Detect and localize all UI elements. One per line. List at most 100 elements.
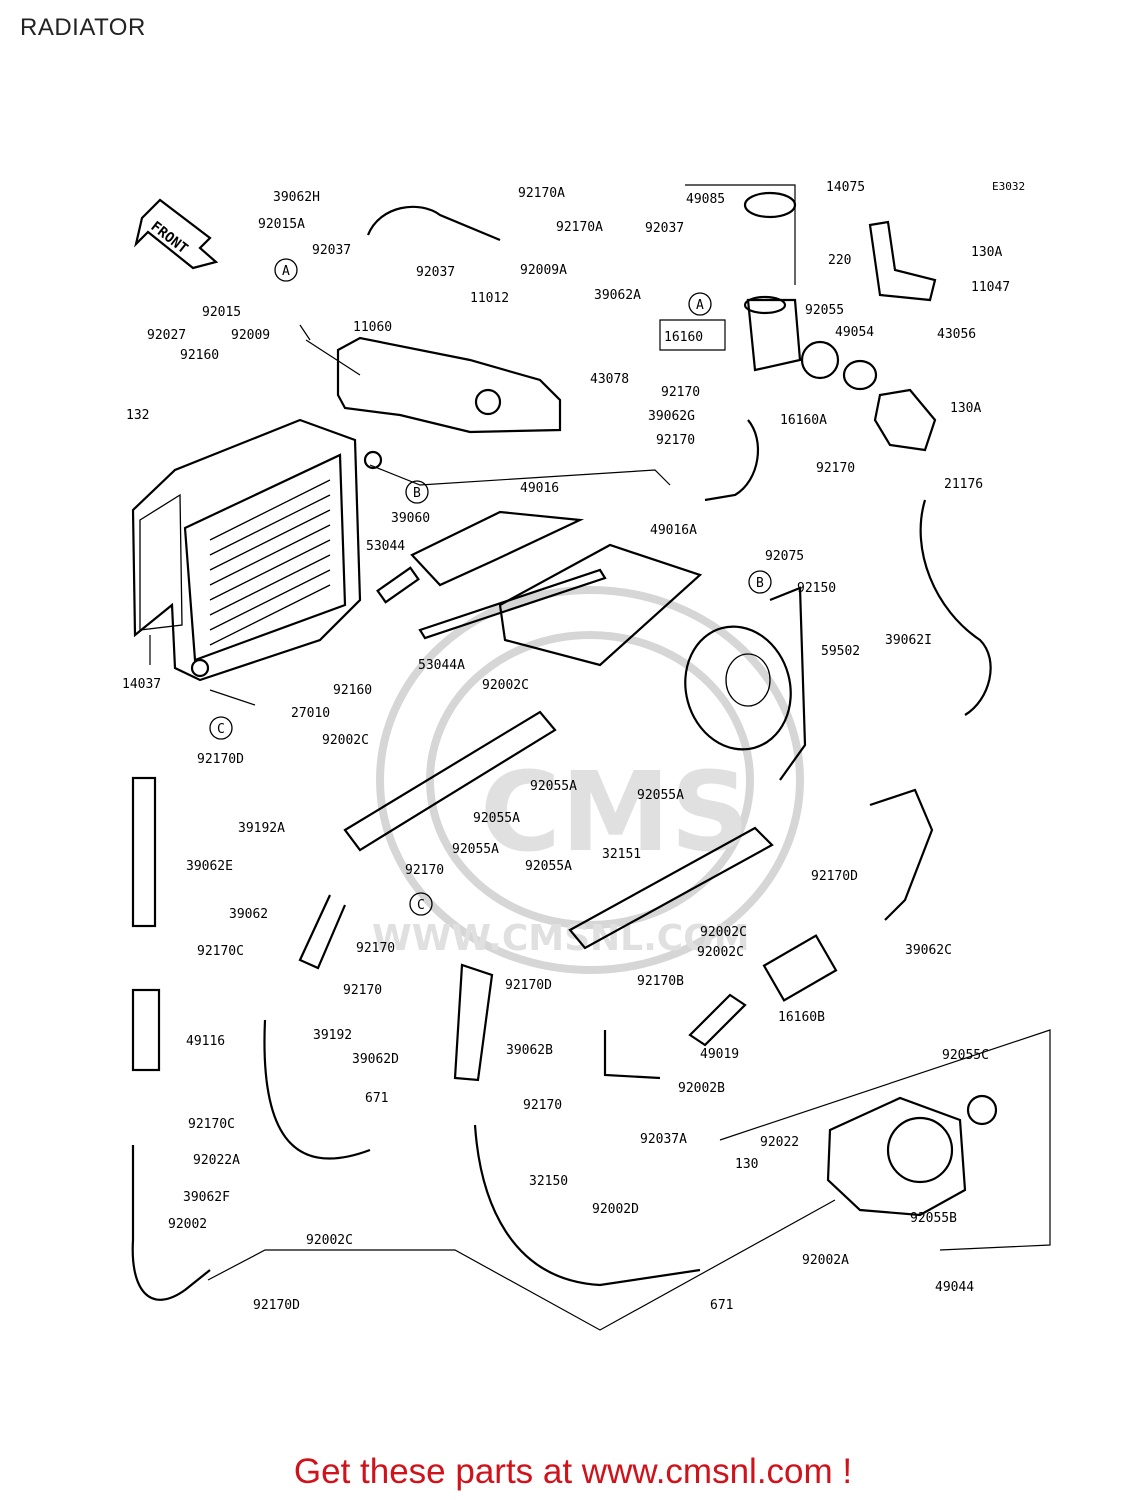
part-label: 92170D: [811, 869, 858, 884]
hose-39062e: [131, 776, 157, 928]
ref-marker: A: [282, 264, 290, 279]
part-label: 11047: [971, 280, 1010, 295]
part-label: 49016: [520, 481, 559, 496]
part-label: 53044A: [418, 658, 465, 673]
part-label: 92022: [760, 1135, 799, 1150]
part-label: 49016A: [650, 523, 697, 538]
part-label: 132: [126, 408, 149, 423]
part-label: 92015: [202, 305, 241, 320]
part-label: 39192A: [238, 821, 285, 836]
part-label: 59502: [821, 644, 860, 659]
cmsnl-watermark: CMS WWW.CMSNL.COM: [372, 586, 804, 974]
hose-39062i: [919, 499, 992, 716]
part-label: 92170: [656, 433, 695, 448]
part-label: 92009A: [520, 263, 567, 278]
footer-parts-link[interactable]: Get these parts at www.cmsnl.com !: [293, 1452, 853, 1491]
ref-marker: B: [413, 486, 421, 501]
part-label: 39062D: [352, 1052, 399, 1067]
diagram-code: E3032: [992, 180, 1025, 193]
part-label: 92170: [523, 1098, 562, 1113]
part-label: 92002B: [678, 1081, 725, 1096]
part-label: 16160B: [778, 1010, 825, 1025]
part-label: 92002C: [700, 925, 747, 940]
part-label: 130: [735, 1157, 758, 1172]
part-label: 49054: [835, 325, 874, 340]
water-pipe-39192a: [343, 710, 557, 852]
part-label: 92170D: [505, 978, 552, 993]
part-label: 92002: [168, 1217, 207, 1232]
filter-49116: [131, 988, 161, 1072]
part-label: 92055B: [910, 1211, 957, 1226]
part-label: 39062C: [905, 943, 952, 958]
pipe-39192: [263, 1019, 371, 1160]
front-direction-arrow: FRONT: [134, 198, 219, 270]
part-label: 92055A: [452, 842, 499, 857]
part-label: 92160: [180, 348, 219, 363]
part-label: 92015A: [258, 217, 305, 232]
part-label: 39062: [229, 907, 268, 922]
ref-marker: C: [217, 722, 225, 737]
hose-39062g: [704, 419, 760, 502]
part-label: 43056: [937, 327, 976, 342]
part-label: 49085: [686, 192, 725, 207]
cooling-fan: [684, 586, 807, 781]
water-pump-49044: [826, 1094, 998, 1217]
insulator-49016a: [498, 543, 703, 667]
reference-markers: A A B B C C: [209, 258, 772, 916]
part-label: 671: [710, 1298, 733, 1313]
part-label: 92170D: [197, 752, 244, 767]
heat-shield-53044a: [418, 568, 607, 640]
part-label: 92170: [343, 983, 382, 998]
part-label: 14037: [122, 677, 161, 692]
part-label: 32151: [602, 847, 641, 862]
watermark-url-text: WWW.CMSNL.COM: [372, 918, 750, 959]
part-label: 92027: [147, 328, 186, 343]
page-title: RADIATOR: [20, 14, 146, 41]
hose-39062h: [366, 205, 501, 242]
part-label: 11012: [470, 291, 509, 306]
ref-marker: A: [696, 298, 704, 313]
part-label: 92170D: [253, 1298, 300, 1313]
insulator-53044: [376, 566, 420, 604]
water-pipe-32151: [568, 826, 774, 950]
part-label: 39062G: [648, 409, 695, 424]
part-label: 92037A: [640, 1132, 687, 1147]
part-label: 92037: [645, 221, 684, 236]
part-label: 53044: [366, 539, 405, 554]
part-label: 92022A: [193, 1153, 240, 1168]
part-label: 49116: [186, 1034, 225, 1049]
part-label: 92055A: [473, 811, 520, 826]
part-label: 92002A: [802, 1253, 849, 1268]
part-label: 39062I: [885, 633, 932, 648]
part-label: 92037: [312, 243, 351, 258]
tube-49019: [688, 993, 747, 1047]
part-label: 92002C: [482, 678, 529, 693]
part-label: 92170C: [188, 1117, 235, 1132]
hose-39062c: [869, 788, 934, 921]
part-label: 14075: [826, 180, 865, 195]
hose-39062b: [603, 1030, 661, 1080]
heat-shield-49016: [410, 510, 585, 587]
part-label: 92170: [661, 385, 700, 400]
part-label: 92002C: [322, 733, 369, 748]
part-label: 39060: [391, 511, 430, 526]
part-label: 92002C: [306, 1233, 353, 1248]
ref-marker: B: [756, 576, 764, 591]
part-label: 21176: [944, 477, 983, 492]
part-label: 39062H: [273, 190, 320, 205]
part-label: 220: [828, 253, 851, 268]
hose-39062: [298, 894, 347, 970]
part-label: 92170: [356, 941, 395, 956]
union-16160b: [762, 934, 838, 1002]
part-drawings: [131, 184, 1051, 1331]
part-label: 92055A: [530, 779, 577, 794]
part-label: 39062B: [506, 1043, 553, 1058]
part-label: 11060: [353, 320, 392, 335]
part-label: 39062A: [594, 288, 641, 303]
part-label: 130A: [950, 401, 981, 416]
part-label: 49019: [700, 1047, 739, 1062]
part-label: 92160: [333, 683, 372, 698]
part-label: 39192: [313, 1028, 352, 1043]
hose-39062d: [453, 963, 494, 1082]
